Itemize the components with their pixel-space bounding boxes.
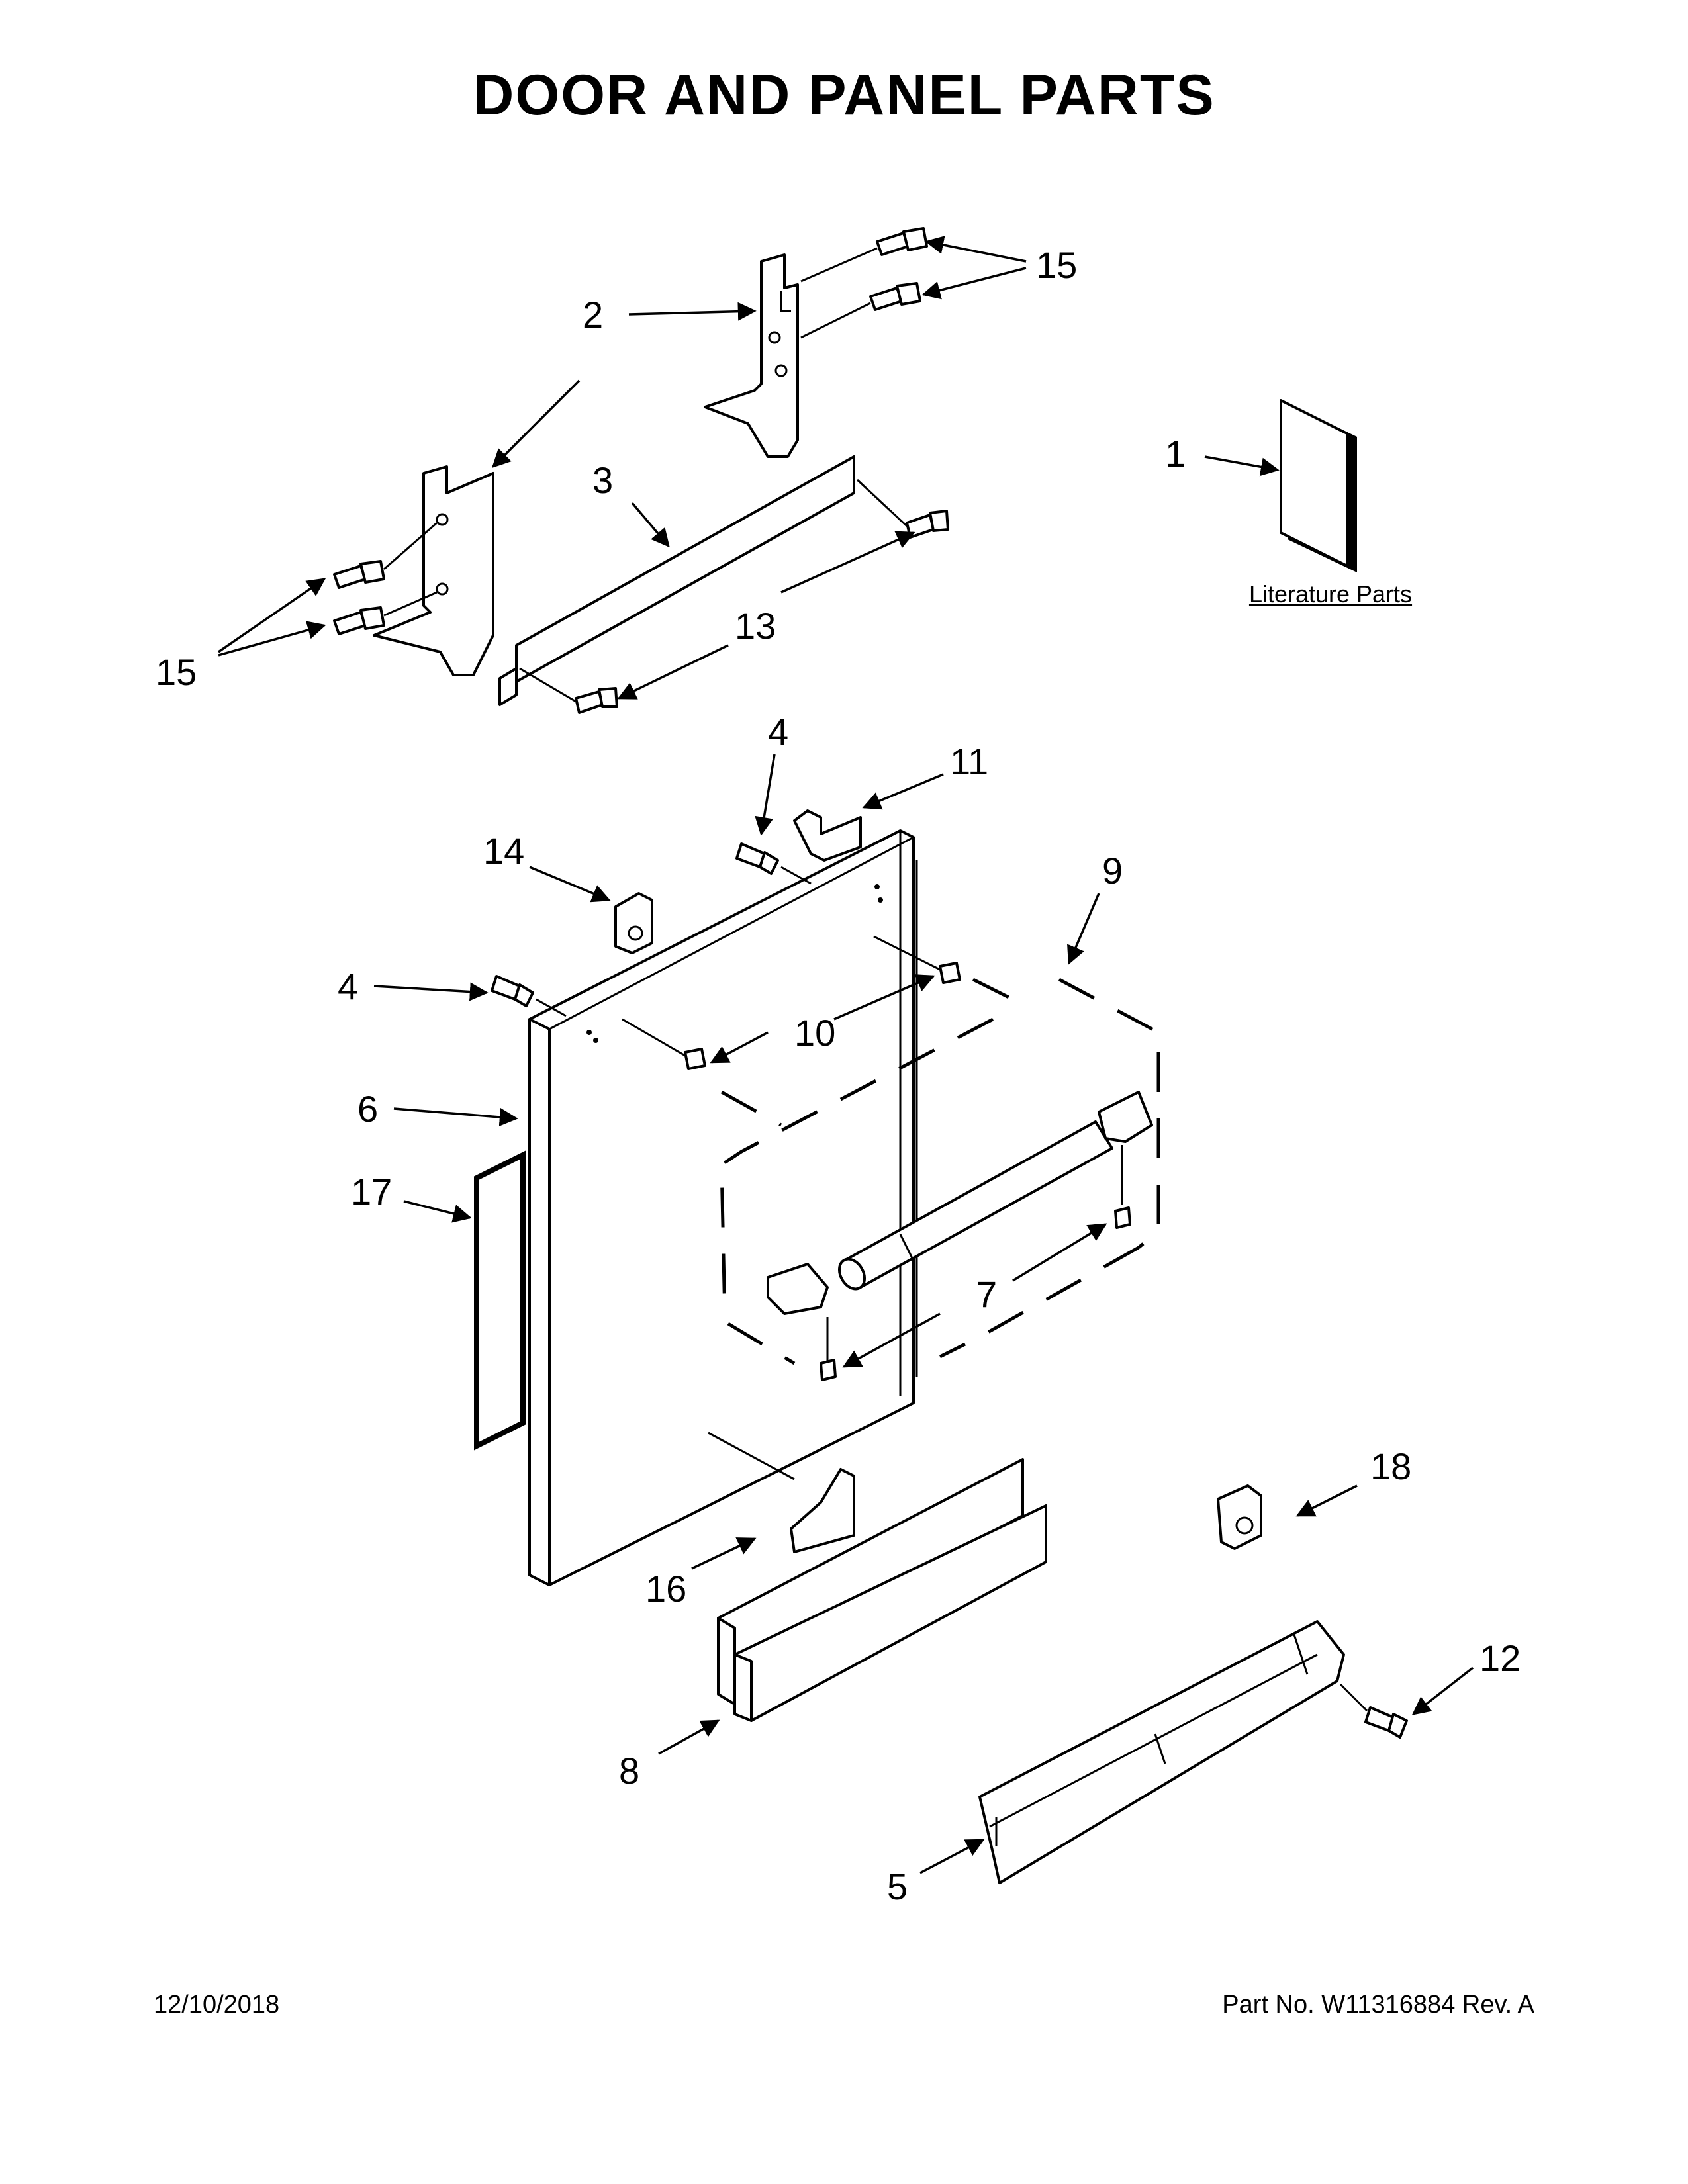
panel-clip <box>1217 1484 1262 1550</box>
callout-15-top: 15 <box>1036 244 1077 286</box>
bottom-kick-panel <box>978 1620 1345 1884</box>
callout-16: 16 <box>645 1568 686 1610</box>
callout-15-left: 15 <box>156 651 197 693</box>
standoff-10-right <box>873 935 961 984</box>
callout-8: 8 <box>619 1750 639 1792</box>
callout-10: 10 <box>794 1012 835 1054</box>
callout-6: 6 <box>357 1088 378 1130</box>
literature-booklet <box>1280 399 1357 572</box>
screw-13-right <box>856 478 949 539</box>
callout-12: 12 <box>1479 1637 1521 1679</box>
standoff-10-left <box>622 1018 706 1070</box>
screw-15-top-2 <box>800 282 921 339</box>
screw-15-left-1 <box>333 522 438 589</box>
leader-lines <box>218 236 1474 1874</box>
callout-17: 17 <box>351 1171 392 1212</box>
handle-dashed-outline <box>720 978 1160 1365</box>
callout-9: 9 <box>1102 850 1123 891</box>
support-rail <box>498 455 855 706</box>
hinge-bracket-right <box>704 253 799 458</box>
callout-2: 2 <box>583 294 603 336</box>
callout-3: 3 <box>592 459 613 501</box>
footer-date: 12/10/2018 <box>154 1991 280 2019</box>
toe-bracket <box>708 1432 855 1553</box>
hinge-bracket-left <box>373 465 494 676</box>
door-gasket <box>474 1150 526 1451</box>
callout-1: 1 <box>1165 433 1186 475</box>
callout-14: 14 <box>483 830 524 872</box>
callout-4-top: 4 <box>768 711 788 752</box>
handle-bar <box>767 1091 1153 1381</box>
latch-bracket <box>614 892 653 954</box>
screw-13-left <box>519 667 618 714</box>
screw-15-left-2 <box>333 591 438 635</box>
screw-4-left <box>491 975 567 1017</box>
callout-4-left: 4 <box>338 966 358 1007</box>
footer-part-number: Part No. W11316884 Rev. A <box>1222 1991 1534 2019</box>
screw-4-top <box>735 842 812 885</box>
top-clip <box>793 809 862 862</box>
callout-18: 18 <box>1370 1445 1411 1487</box>
callout-13: 13 <box>735 605 776 647</box>
literature-parts-label: Literature Parts <box>1249 580 1412 608</box>
callout-5: 5 <box>887 1866 908 1907</box>
callout-7: 7 <box>976 1273 997 1315</box>
toe-panel <box>717 1458 1047 1722</box>
screw-15-top-1 <box>800 227 928 283</box>
page-title: DOOR AND PANEL PARTS <box>473 64 1215 127</box>
screw-12 <box>1339 1683 1408 1739</box>
callout-11: 11 <box>950 741 988 782</box>
